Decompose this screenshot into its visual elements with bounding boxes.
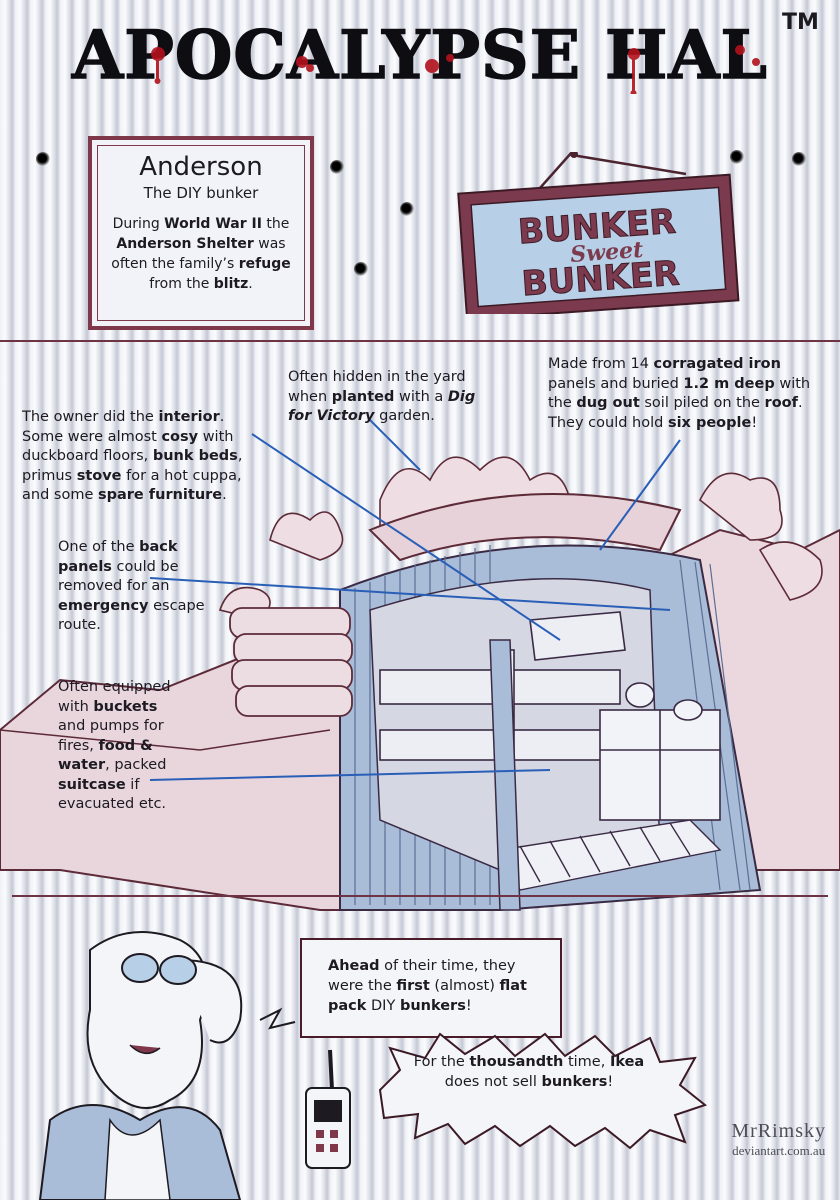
bullet-hole-icon (354, 262, 368, 276)
sign-line-2: Sweet (569, 237, 644, 268)
title-logo: APOCALYPSE HAL (70, 15, 768, 94)
bullet-hole-icon (330, 160, 344, 174)
bullet-hole-icon (36, 152, 50, 166)
intro-text: During World War II the Anderson Shelter… (111, 216, 291, 292)
divider-top (0, 340, 840, 342)
speech-bubble-ahead: Ahead of their time, they were the first… (300, 938, 562, 1038)
callout-materials: Made from 14 corragated iron panels and … (548, 356, 811, 431)
divider-bottom (12, 895, 828, 897)
bullet-hole-icon (730, 150, 744, 164)
title-text: APOCALYPSE HAL (71, 16, 768, 94)
goggles-icon (121, 953, 197, 985)
blood-splatter (151, 45, 760, 94)
intro-heading: Anderson (139, 152, 263, 182)
sandbags (229, 607, 353, 717)
callout-leader-lines (149, 419, 681, 781)
artist-credit: MrRimsky deviantart.com.au (731, 1120, 826, 1159)
artist-site: deviantart.com.au (732, 1143, 826, 1158)
bullet-hole-icon (400, 202, 414, 216)
callout-supplies: Often equipped with buckets and pumps fo… (58, 679, 171, 812)
callout-escape: One of the back panels could be removed … (58, 539, 205, 633)
anderson-shelter-illustration (0, 419, 840, 911)
character-hal (38, 931, 351, 1200)
callout-yard: Often hidden in the yard when planted wi… (288, 369, 476, 424)
trademark: TM (782, 10, 819, 35)
speech-burst (378, 1032, 708, 1150)
sign-line-1: BUNKER (517, 202, 677, 253)
intro-box: Anderson The DIY bunker During World War… (88, 136, 314, 330)
bullet-hole-icon (792, 152, 806, 166)
bunker-sweet-bunker-sign: BUNKER Sweet BUNKER (457, 152, 740, 314)
walkie-talkie-icon (305, 1049, 351, 1169)
callout-interior: The owner did the interior. Some were al… (22, 409, 243, 503)
artist-name: MrRimsky (731, 1120, 826, 1142)
speech-bubble-ikea: For the thousandth time, Ikea does not s… (413, 1054, 645, 1090)
intro-subheading: The DIY bunker (143, 184, 259, 202)
